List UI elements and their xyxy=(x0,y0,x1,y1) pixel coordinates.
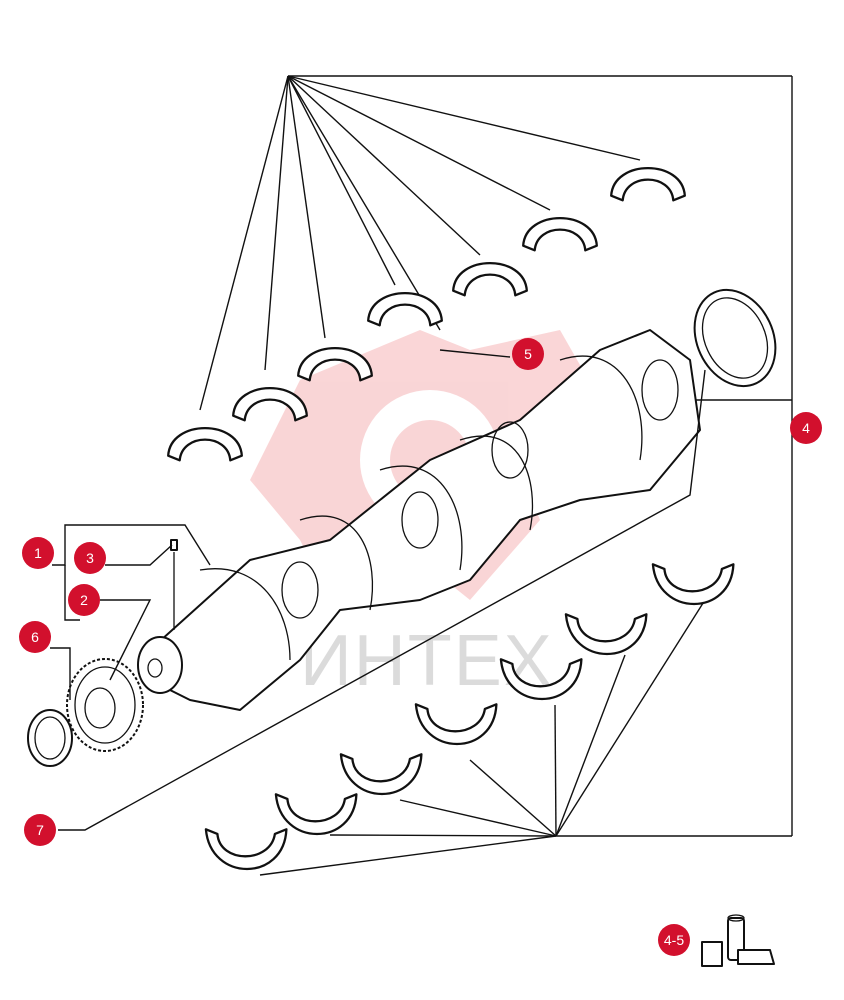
svg-text:4: 4 xyxy=(802,420,810,436)
svg-text:4-5: 4-5 xyxy=(664,932,684,948)
callout-5: 5 xyxy=(512,338,544,370)
callout-2: 2 xyxy=(68,584,100,616)
svg-text:5: 5 xyxy=(524,346,532,362)
crank-gear xyxy=(66,658,144,752)
callout-1: 1 xyxy=(22,537,54,569)
kit-icon xyxy=(701,914,775,967)
callout-7: 7 xyxy=(24,814,56,846)
callout-4: 4 xyxy=(790,412,822,444)
svg-text:7: 7 xyxy=(36,822,44,838)
callout-4-5: 4-5 xyxy=(658,924,690,956)
upper-shell-leaders xyxy=(199,75,793,836)
lower-shell-leaders xyxy=(259,599,792,876)
svg-text:3: 3 xyxy=(86,550,94,566)
rear-seal-ring xyxy=(693,288,777,388)
svg-text:1: 1 xyxy=(34,545,42,561)
svg-text:6: 6 xyxy=(31,629,39,645)
front-seal-ring xyxy=(27,709,73,767)
crankshaft xyxy=(137,329,701,711)
svg-text:2: 2 xyxy=(80,592,88,608)
callout-6: 6 xyxy=(19,621,51,653)
dowel-pin xyxy=(170,539,178,630)
callout-leaders xyxy=(50,369,706,831)
callout-3: 3 xyxy=(74,542,106,574)
